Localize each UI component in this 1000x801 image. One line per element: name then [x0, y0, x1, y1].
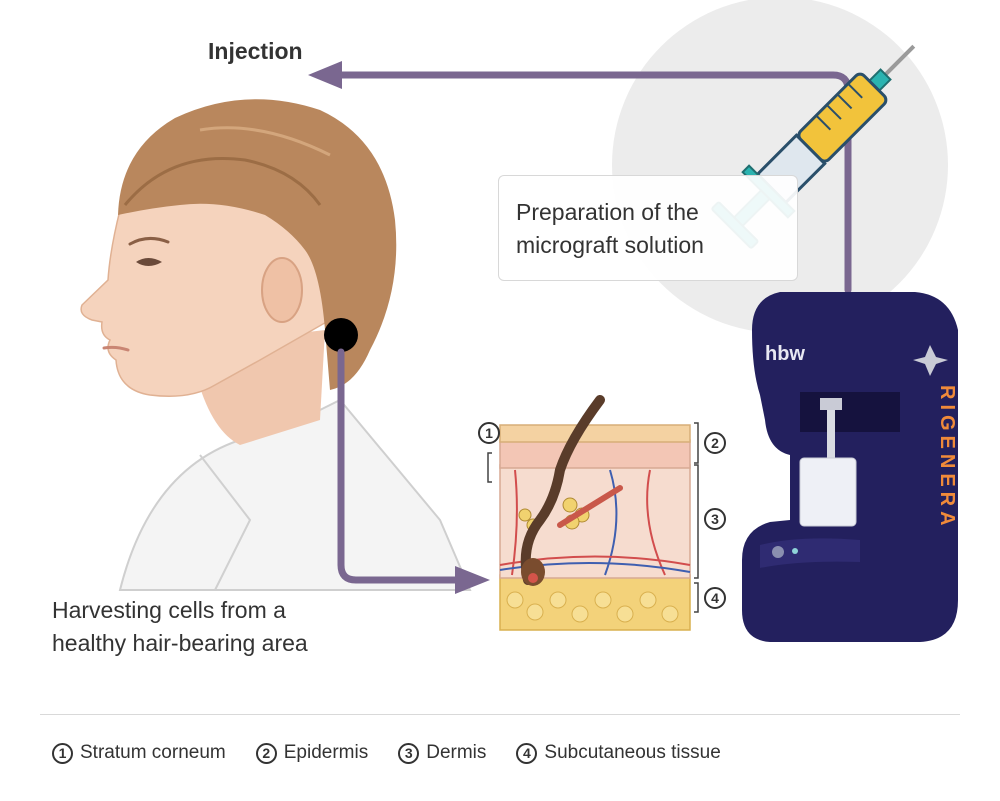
legend-label: Dermis — [426, 742, 487, 763]
legend-number: 1 — [52, 742, 73, 764]
patient-illustration — [80, 99, 472, 591]
legend-number: 3 — [398, 742, 420, 764]
harvest-site-marker — [324, 318, 358, 352]
skin-cross-section — [499, 395, 691, 631]
device-brand-logo: hbw — [765, 343, 805, 365]
callout-epidermis: 2 — [704, 432, 726, 454]
harvest-arrow — [337, 348, 490, 594]
callout-subcutaneous: 4 — [704, 587, 726, 609]
legend: 1 Stratum corneum 2 Epidermis 3 Dermis 4… — [52, 738, 751, 768]
harvest-label-line2: healthy hair-bearing area — [52, 630, 308, 656]
callout-stratum-corneum: 1 — [478, 422, 500, 444]
preparation-label-line1: Preparation of the — [516, 199, 699, 225]
harvest-label: Harvesting cells from a healthy hair-bea… — [52, 594, 308, 660]
preparation-label-line2: micrograft solution — [516, 232, 704, 258]
layer-brackets — [487, 422, 699, 613]
device-name-logo: RIGENERA — [936, 385, 958, 531]
preparation-label-box: Preparation of the micrograft solution — [498, 175, 798, 281]
legend-label: Epidermis — [283, 742, 369, 763]
legend-number: 4 — [516, 742, 538, 764]
legend-item-epidermis: 2 Epidermis — [255, 742, 369, 764]
legend-number: 2 — [255, 742, 277, 764]
legend-label: Stratum corneum — [80, 742, 226, 763]
callout-dermis: 3 — [704, 508, 726, 530]
rigenera-device-illustration — [742, 292, 958, 642]
injection-label: Injection — [208, 38, 303, 64]
legend-item-subcutaneous-tissue: 4 Subcutaneous tissue — [516, 742, 721, 764]
legend-item-dermis: 3 Dermis — [398, 742, 486, 764]
legend-divider — [40, 714, 960, 715]
legend-item-stratum-corneum: 1 Stratum corneum — [52, 742, 226, 764]
legend-label: Subcutaneous tissue — [544, 742, 721, 763]
harvest-label-line1: Harvesting cells from a — [52, 597, 286, 623]
